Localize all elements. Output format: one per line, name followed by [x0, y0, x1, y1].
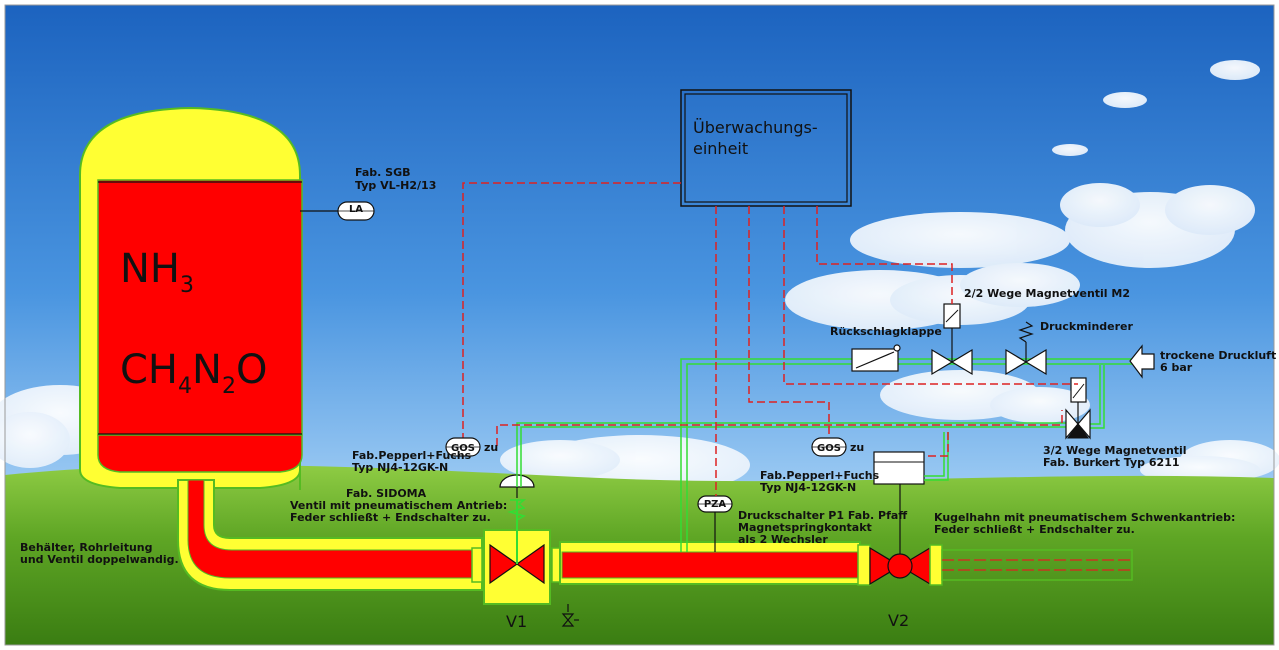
pza-desc-3: als 2 Wechsler	[738, 533, 828, 546]
air-supply-label-2: 6 bar	[1160, 361, 1193, 374]
valve32-label-1: 3/2 Wege Magnetventil	[1043, 444, 1187, 457]
v2-label: V2	[888, 611, 909, 630]
pressure-switch	[697, 495, 733, 552]
air-supply-label-1: trockene Druckluft	[1160, 349, 1276, 362]
level-sensor	[300, 201, 375, 221]
v1-maker: Fab. SIDOMA	[346, 487, 427, 500]
pza-tag: PZA	[704, 499, 727, 510]
gos1-state: zu	[484, 441, 498, 454]
main-pipe-middle	[559, 541, 861, 585]
gos1-tag: GOS	[451, 443, 475, 454]
monitoring-unit	[680, 89, 852, 207]
pressure-reducer	[1005, 321, 1047, 376]
m2-label: 2/2 Wege Magnetventil M2	[964, 287, 1130, 300]
check-valve	[851, 344, 901, 372]
gos-sensor-2	[811, 437, 847, 457]
monitor-title-1: Überwachungs-	[693, 118, 818, 137]
reducer-label: Druckminderer	[1040, 320, 1134, 333]
valve-v1	[471, 474, 563, 605]
v1-desc-1: Ventil mit pneumatischem Antrieb:	[290, 499, 507, 512]
v1-label: V1	[506, 612, 527, 631]
pza-desc-2: Magnetspringkontakt	[738, 521, 872, 534]
gos1-maker: Fab.Pepperl+Fuchs	[352, 449, 472, 462]
drain-valve	[561, 604, 579, 627]
gos1-type: Typ NJ4-12GK-N	[352, 461, 448, 474]
formula-nh3: NH3	[120, 246, 194, 298]
tank	[79, 106, 303, 490]
valve32-label-2: Fab. Burkert Typ 6211	[1043, 456, 1180, 469]
level-sensor-maker: Fab. SGB	[355, 166, 411, 179]
valve-v2	[857, 451, 943, 586]
signal-lines	[462, 182, 1078, 496]
gos2-state: zu	[850, 441, 864, 454]
gos2-type: Typ NJ4-12GK-N	[760, 481, 856, 494]
tank-note-1: Behälter, Rohrleitung	[20, 541, 152, 554]
gos2-tag: GOS	[817, 443, 841, 454]
monitor-title-2: einheit	[693, 139, 748, 158]
formula-ch4n2o: CH4N2O	[120, 347, 267, 399]
gos-sensor-1	[445, 437, 481, 457]
gos2-maker: Fab.Pepperl+Fuchs	[760, 469, 880, 482]
v2-desc-1: Kugelhahn mit pneumatischem Schwenkantri…	[934, 511, 1235, 524]
level-sensor-type: Typ VL-H2/13	[355, 179, 436, 192]
check-valve-label: Rückschlagklappe	[830, 325, 942, 338]
pza-desc-1: Druckschalter P1 Fab. Pfaff	[738, 509, 907, 522]
solenoid-valve-m2	[931, 303, 973, 376]
v1-desc-2: Feder schließt + Endschalter zu.	[290, 511, 491, 524]
level-sensor-tag: LA	[349, 204, 363, 215]
v2-desc-2: Feder schließt + Endschalter zu.	[934, 523, 1135, 536]
tank-note-2: und Ventil doppelwandig.	[20, 553, 179, 566]
air-supply-arrow	[1129, 344, 1155, 379]
frame-border	[4, 4, 1275, 646]
main-pipe-outlet	[941, 549, 1133, 581]
